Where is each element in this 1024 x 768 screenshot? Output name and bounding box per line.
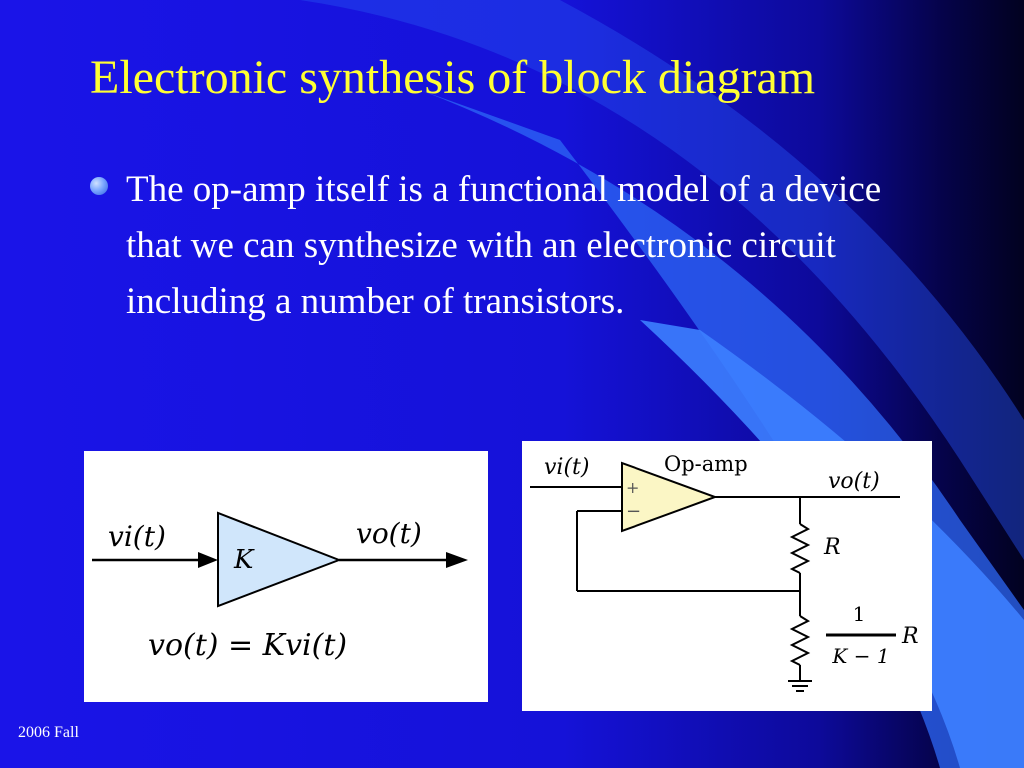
opamp-circuit: vi(t) Op-amp vo(t) + − R 1 K − 1 R [530,452,919,692]
gain-block-triangle [217,511,342,608]
opamp-plus-sign: + [626,478,639,497]
fraction-numerator: 1 [853,602,866,626]
bullet-text: The op-amp itself is a functional model … [126,169,882,322]
output-signal-label: vo(t) [356,517,422,550]
resistor-r-bottom-icon [789,615,811,666]
input-arrowhead-icon [198,552,218,568]
gain-label: K [233,545,255,575]
circuit-output-label: vo(t) [828,469,880,494]
input-signal-label: vi(t) [108,520,166,553]
slide-title: Electronic synthesis of block diagram [90,51,816,104]
gain-equation: vo(t) = Kvi(t) [148,628,347,663]
footer-text: 2006 Fall [18,724,79,741]
block-diagram: K vi(t) vo(t) vo(t) = Kvi(t) [92,511,468,663]
fraction-denominator: K − 1 [831,644,889,668]
resistor-bottom-label: R [901,624,919,649]
resistor-r-top-icon [789,523,811,574]
opamp-circuit-panel: vi(t) Op-amp vo(t) + − R 1 K − 1 R [522,441,932,711]
opamp-label: Op-amp [664,452,748,476]
output-arrowhead-icon [446,552,468,568]
opamp-triangle [621,461,718,533]
resistor-top-label: R [823,535,841,560]
block-diagram-panel: K vi(t) vo(t) vo(t) = Kvi(t) [84,451,488,702]
opamp-minus-sign: − [626,501,641,522]
circuit-input-label: vi(t) [544,455,589,480]
bullet-dot-icon [90,177,108,195]
